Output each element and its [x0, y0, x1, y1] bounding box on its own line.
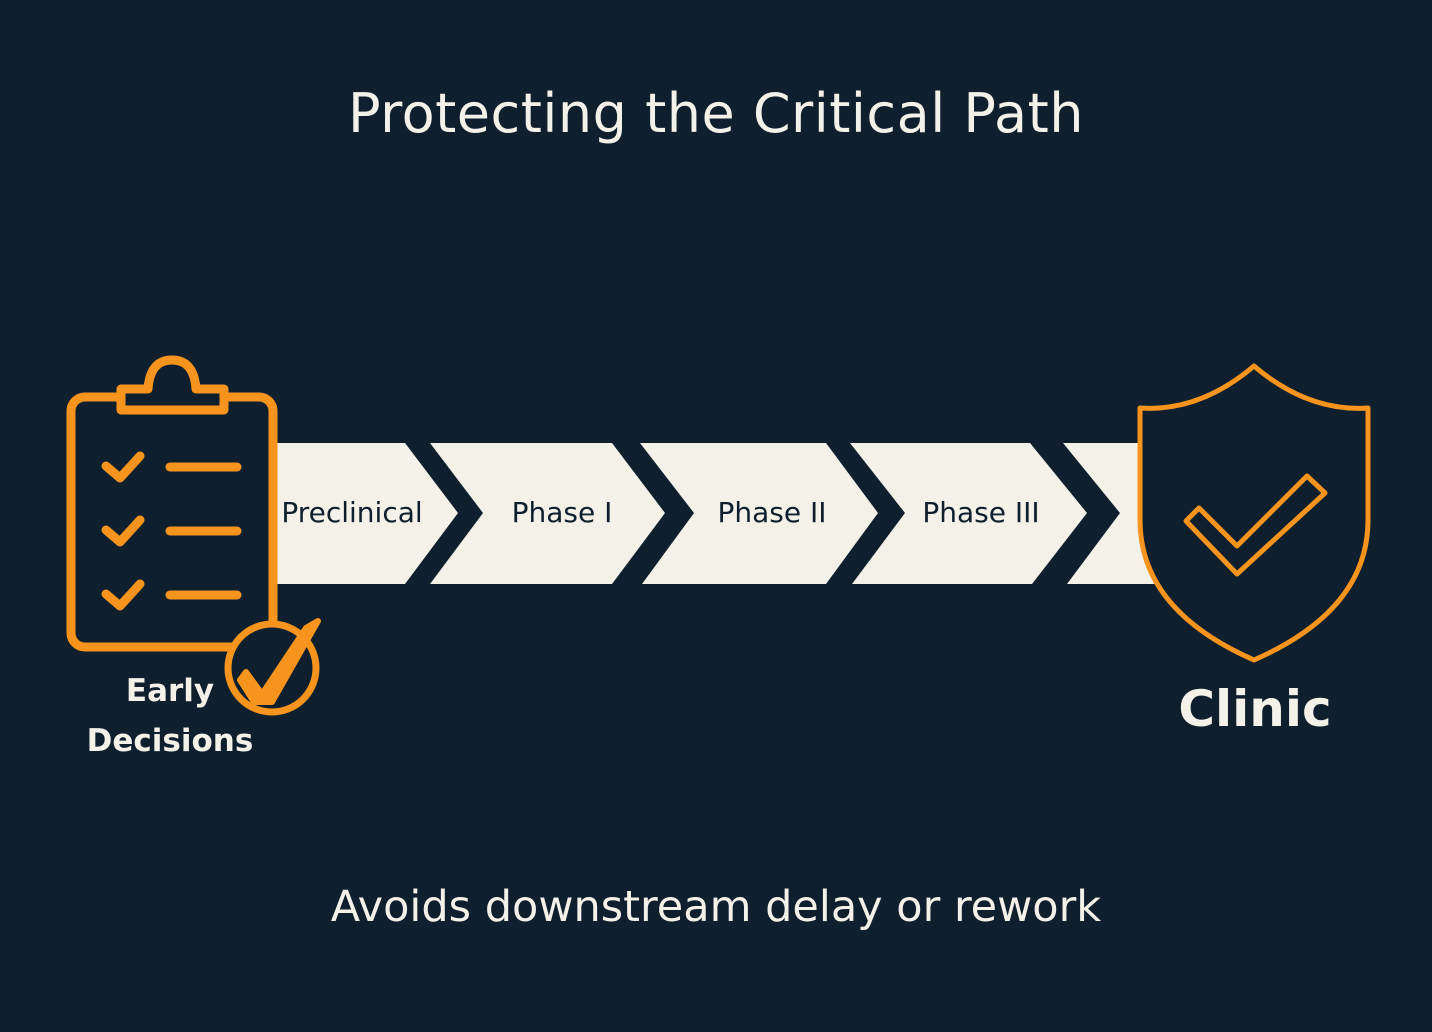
- check-circle-icon: [224, 618, 321, 716]
- stage-label-preclinical: Preclinical: [281, 496, 422, 529]
- early-label-line-1: Early: [125, 673, 215, 709]
- check-mark-icon: [101, 451, 145, 483]
- check-mark-icon: [101, 515, 145, 547]
- shield-check-icon: [1137, 363, 1371, 663]
- stage-chevron-phase-2: [640, 443, 878, 584]
- early-label-line-2: Decisions: [86, 723, 254, 759]
- checklist-row-2: [101, 515, 242, 547]
- stage-label-phase-3: Phase III: [922, 496, 1039, 529]
- clipboard-checklist-icon: [66, 355, 278, 652]
- clinic-label: Clinic: [1178, 680, 1332, 738]
- early-decisions-label: Early Decisions: [70, 666, 270, 766]
- page-title: Protecting the Critical Path: [347, 82, 1085, 145]
- stage-label-phase-2: Phase II: [717, 496, 826, 529]
- checklist-row-3: [101, 579, 242, 611]
- stage-chevron-phase-3: [850, 443, 1087, 584]
- check-mark-icon: [101, 579, 145, 611]
- stage-chevron-preclinical: [270, 443, 458, 584]
- stage-chevron-phase-1: [430, 443, 665, 584]
- footer-caption: Avoids downstream delay or rework: [330, 882, 1102, 932]
- stage-chevrons: Preclinical Phase I Phase II Phase III: [270, 443, 1200, 584]
- stage-label-phase-1: Phase I: [512, 496, 613, 529]
- checklist-row-1: [101, 451, 242, 483]
